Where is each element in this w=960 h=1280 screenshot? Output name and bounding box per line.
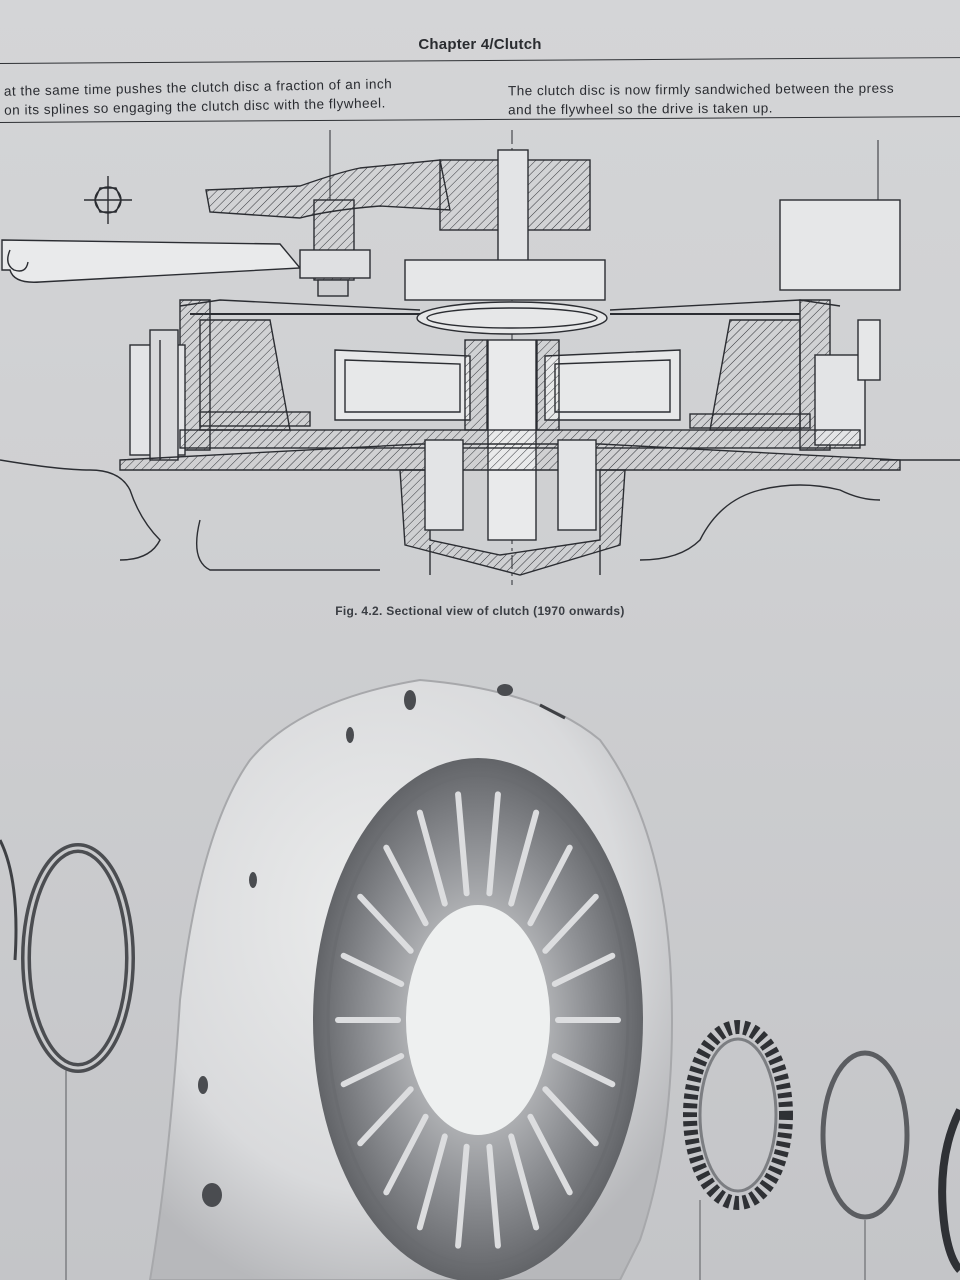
spring-finger [416, 809, 448, 907]
spring-finger [551, 952, 616, 987]
spring-finger [383, 844, 429, 927]
spring-finger [508, 809, 540, 907]
spring-finger [357, 1086, 414, 1147]
spring-finger [455, 1143, 470, 1249]
spring-finger [542, 893, 599, 954]
clutch-section-drawing [0, 130, 960, 585]
spring-finger [527, 1113, 573, 1196]
spring-finger [486, 791, 501, 897]
spring-finger [551, 1053, 616, 1088]
spring-finger [486, 1143, 501, 1249]
spring-finger [383, 1113, 429, 1196]
spring-finger [416, 1133, 448, 1231]
chapter-title: Chapter 4/Clutch [418, 36, 542, 53]
spring-finger [340, 1053, 405, 1088]
spring-finger [542, 1086, 599, 1147]
spring-finger [340, 952, 405, 987]
spring-finger [508, 1133, 540, 1231]
spring-finger [455, 791, 470, 897]
spring-finger [357, 893, 414, 954]
spring-finger [527, 844, 573, 927]
figure-caption: Fig. 4.2. Sectional view of clutch (1970… [335, 604, 625, 618]
